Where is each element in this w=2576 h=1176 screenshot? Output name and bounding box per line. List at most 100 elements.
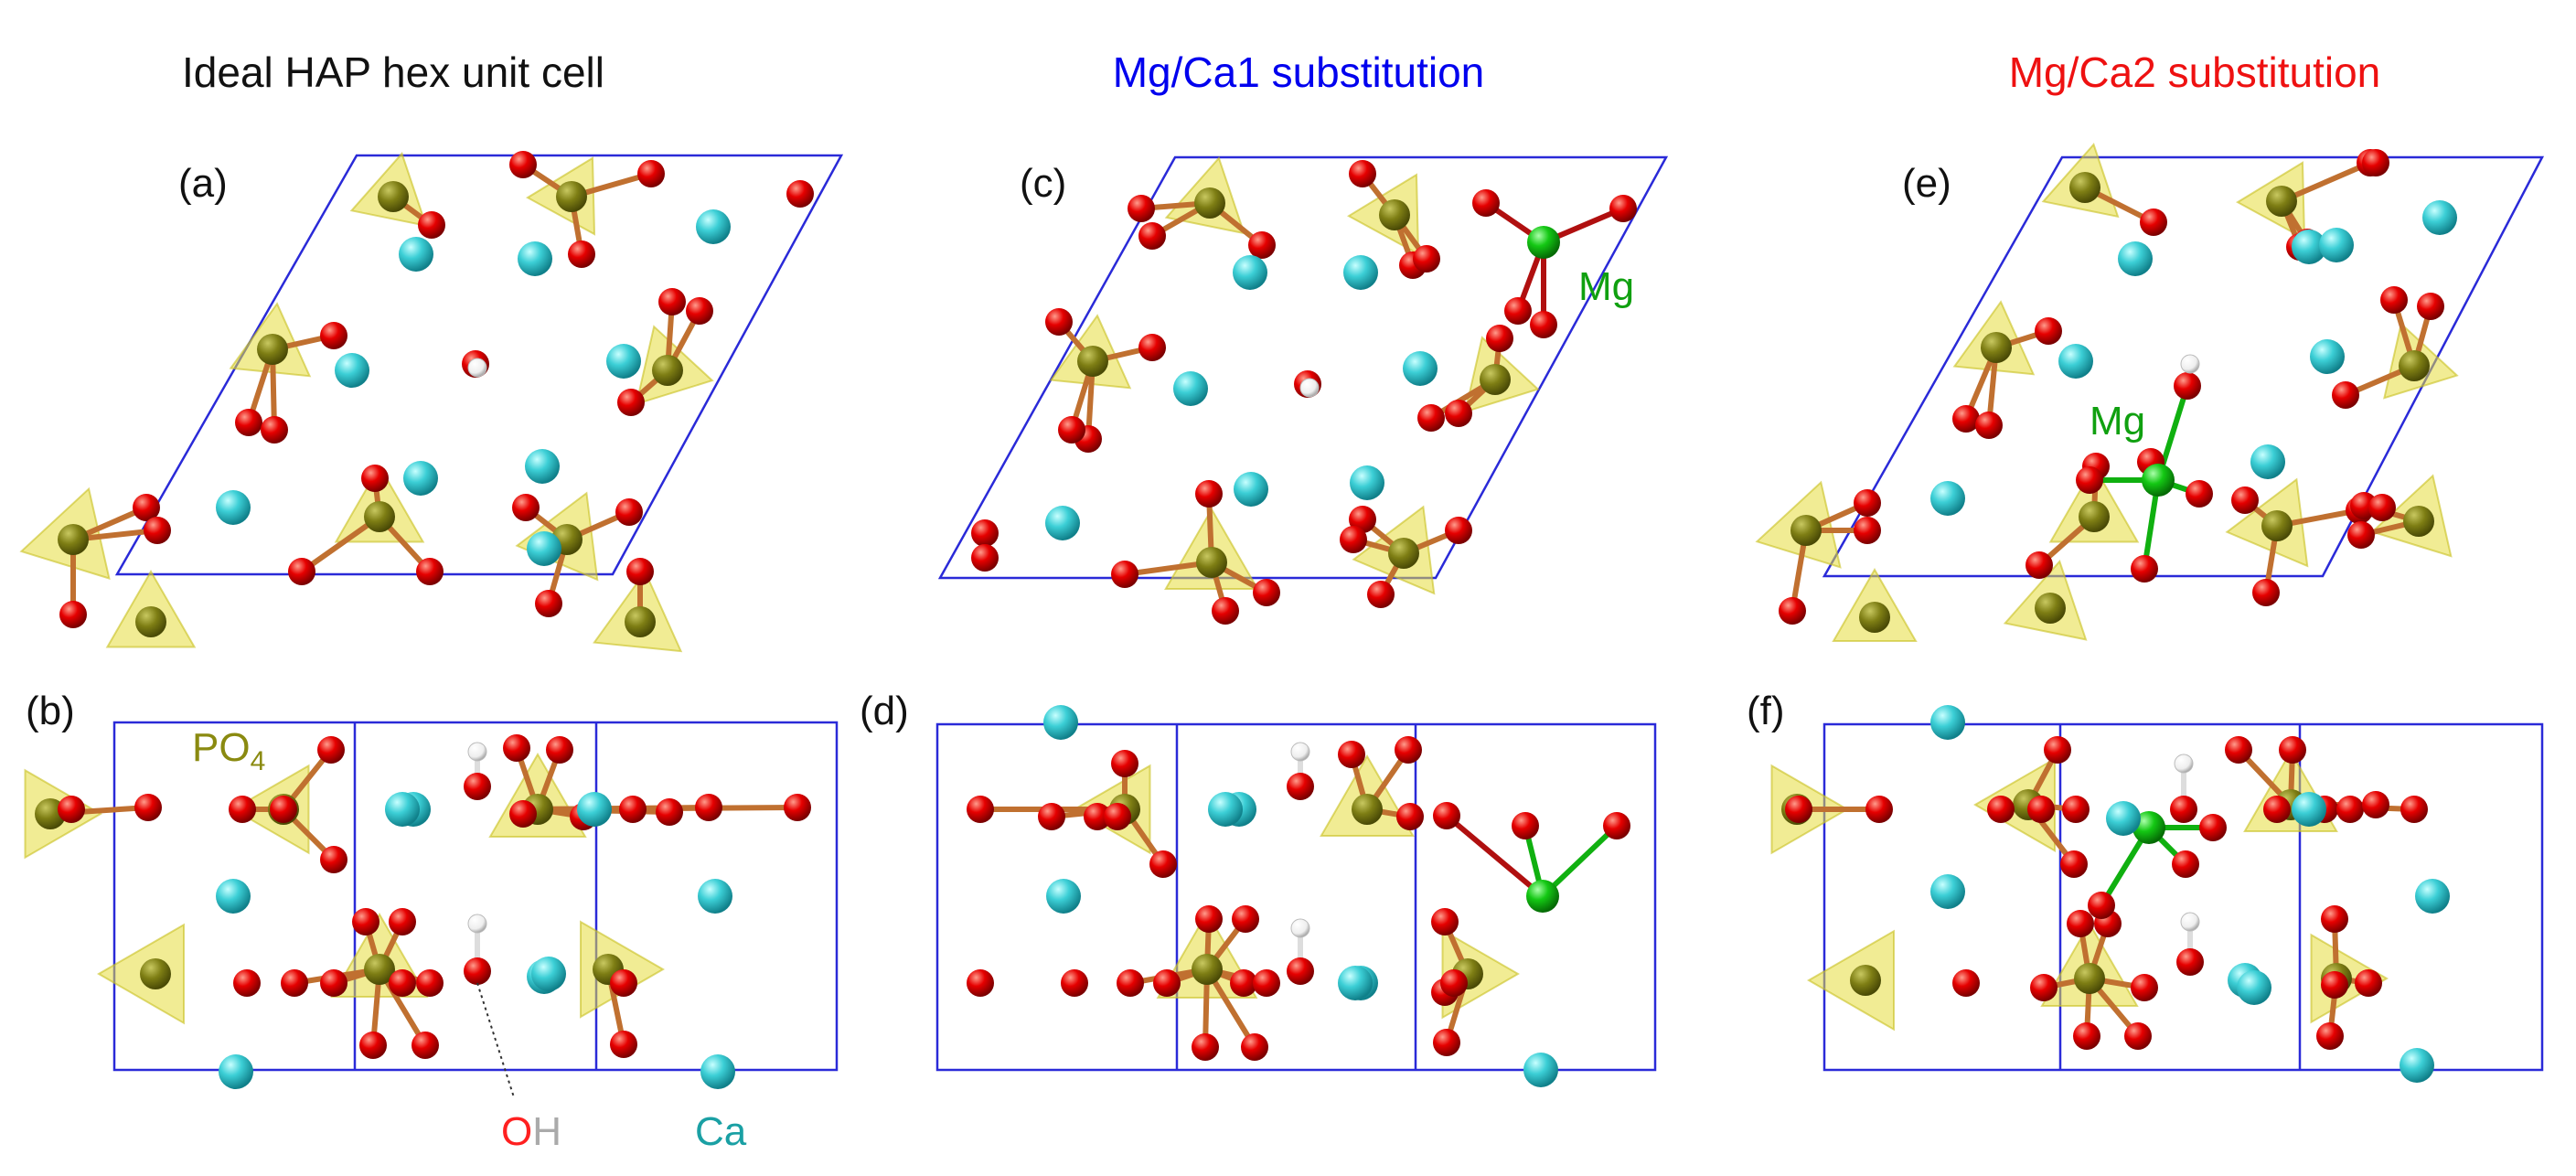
oxygen-atom [509,800,537,828]
phosphorus-atom [1790,515,1822,546]
oxygen-atom [229,796,256,823]
panel-label-f: (f) [1747,689,1785,733]
hydrogen-atom [467,914,487,934]
oxygen-atom [58,796,85,823]
calcium-atom [1523,1053,1558,1087]
oxygen-atom [1253,579,1280,606]
oxygen-atom [464,957,491,985]
calcium-atom [219,1054,253,1089]
po4-label-base: PO [192,725,251,770]
calcium-atom [2319,228,2354,262]
oxygen-atom [1084,803,1111,830]
hydrogen-atom [2180,354,2200,374]
oxygen-atom [1396,803,1424,830]
oxygen-atom [1987,796,2015,823]
oxygen-atom [784,794,811,821]
calcium-atom [2422,200,2457,235]
calcium-atom [518,241,552,276]
hydrogen-atom [467,742,487,762]
calcium-atom [1173,371,1208,406]
po4-label: PO4 [192,725,265,776]
oxygen-atom [786,180,814,208]
oxygen-atom [2176,948,2204,976]
oxygen-atom [2362,791,2389,818]
oxygen-atom [464,773,491,800]
oxygen-atom [1952,969,1980,997]
hydrogen-atom [1290,918,1310,938]
phosphorus-atom [1388,538,1419,569]
oxygen-atom [281,969,308,997]
oxygen-atom [2263,796,2291,823]
oxygen-atom [2347,521,2375,549]
bond [1444,813,1545,899]
oxygen-atom [320,969,347,997]
oxygen-atom [2088,892,2115,919]
calcium-atom [1043,705,1078,740]
oxygen-atom [615,498,643,526]
phosphorus-atom [1352,794,1383,825]
phosphorus-atom [2074,963,2105,994]
magnesium-atom [1526,880,1559,913]
calcium-atom [2058,344,2093,379]
mg-label-e: Mg [2090,399,2145,444]
hydrogen-atom [1299,378,1320,398]
oxygen-atom [1287,773,1314,800]
oxygen-atom [2355,969,2382,997]
oxygen-atom [2199,814,2227,841]
phosphorus-atom [1194,187,1225,219]
oxygen-atom [971,544,999,572]
oxygen-atom [1149,850,1177,878]
calcium-atom [2292,792,2326,827]
calcium-atom [1403,351,1438,386]
calcium-atom [2118,241,2153,276]
oxygen-atom [133,494,160,521]
oxygen-atom [610,969,637,997]
oxygen-atom [658,288,686,315]
calcium-atom [700,1054,735,1089]
oxygen-atom [1248,231,1276,259]
oxygen-atom [503,734,530,762]
calcium-atom [1350,465,1384,500]
oxygen-atom [2172,850,2199,878]
calcium-atom [525,449,560,484]
oxygen-atom [1338,741,1365,768]
oxygen-atom [1230,969,1257,997]
oxygen-atom [1038,803,1065,830]
oxygen-atom [1241,1033,1268,1061]
phosphorus-atom [1859,602,1890,633]
oxygen-atom [535,590,562,617]
calcium-atom [2106,801,2141,836]
oxygen-atom [1045,308,1073,336]
oxygen-atom [1785,796,1812,823]
calcium-atom [1930,481,1965,516]
calcium-atom [2237,970,2271,1005]
oxygen-atom [1195,905,1223,933]
bond [2279,160,2373,204]
oxygen-atom [1232,905,1259,933]
phosphorus-atom [2079,501,2110,532]
oxygen-atom [233,969,261,997]
oxygen-atom [1486,325,1513,352]
oh-pointer-line [476,982,515,1098]
phosphorus-atom [1981,332,2012,363]
oxygen-atom [2124,1022,2152,1050]
calcium-atom [1046,879,1081,914]
oxygen-atom [412,1032,439,1059]
oxygen-atom [1395,736,1422,764]
oxygen-atom [1212,597,1239,625]
oxygen-atom [610,1031,637,1058]
oxygen-atom [1138,222,1166,250]
phosphorus-atom [2266,186,2297,217]
oxygen-atom [1417,404,1445,432]
phosphorus-atom [58,524,89,555]
oxygen-atom [59,601,87,628]
oxygen-atom [1111,561,1138,588]
oxygen-atom [512,494,540,521]
oxygen-atom [1340,526,1367,553]
oxygen-atom [134,794,162,821]
oxygen-atom [1512,812,1539,839]
oxygen-atom [2140,208,2167,236]
oxygen-atom [2076,466,2103,494]
calcium-atom [399,237,433,272]
phosphorus-atom [2261,510,2293,541]
